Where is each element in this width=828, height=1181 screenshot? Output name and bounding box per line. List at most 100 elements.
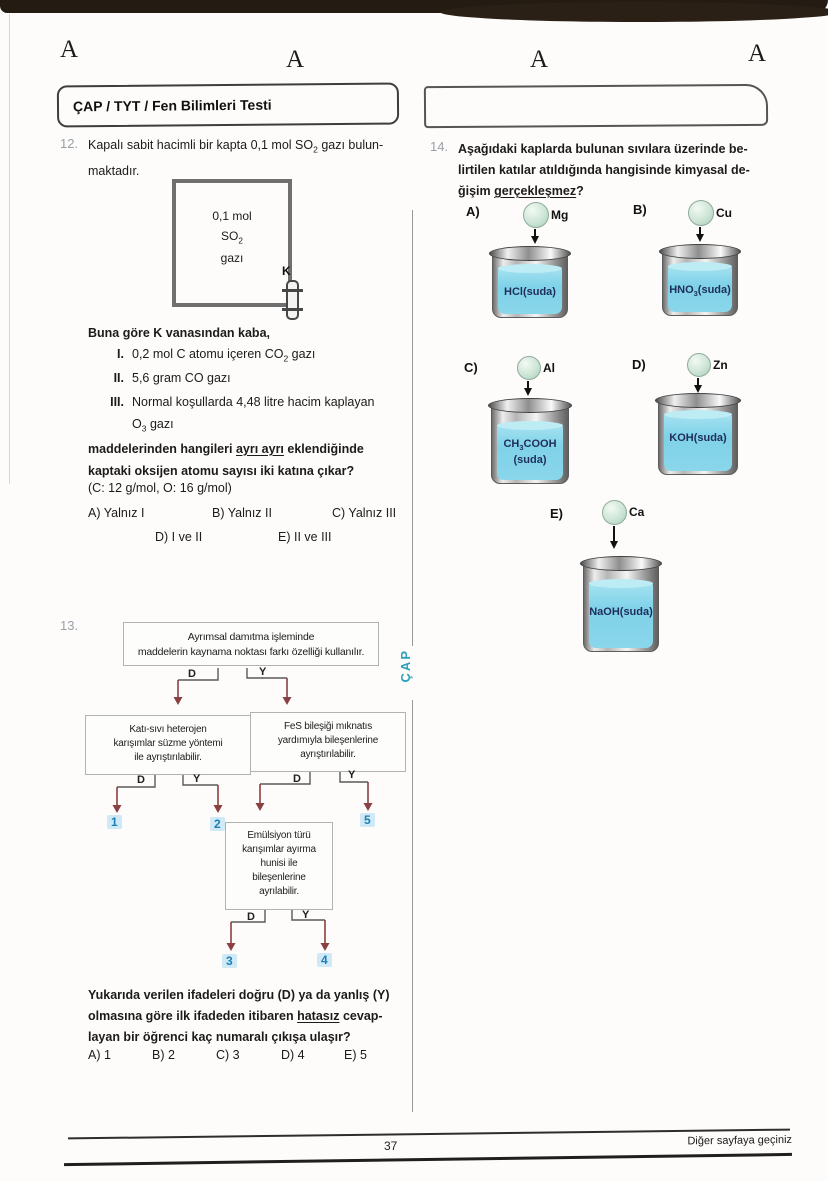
item-text: 5,6 gram CO gazı (132, 371, 231, 385)
branch-label-d: D (247, 911, 255, 923)
branch-label-y: Y (193, 773, 201, 785)
liquid-label: KOH(suda) (652, 432, 744, 448)
drop-arrow-icon (530, 229, 539, 244)
beaker-rim (488, 398, 572, 413)
flow-arrow-stems (116, 678, 369, 943)
list-item-3-line2: O3 gazı (132, 417, 174, 434)
metal-label: Ca (629, 505, 645, 519)
question-14-stem: Aşağıdaki kaplarda bulunan sıvılara üzer… (458, 139, 750, 202)
flow-box-text: FeS bileşiği mıknatıs (283, 721, 373, 732)
cap-logo: ÇAP (398, 649, 413, 683)
option-e: E) 5 (344, 1048, 367, 1062)
beaker-e: NaOH(suda) (580, 556, 662, 652)
option-d: D) I ve II (155, 530, 203, 544)
page-number: 37 (384, 1139, 398, 1153)
column-divider (412, 210, 413, 646)
flow-box-text: Emülsiyon türü (247, 830, 311, 841)
metal-label: Al (543, 361, 555, 375)
option-e-label: E) (550, 506, 563, 521)
diagram-amount: 0,1 mol (212, 209, 252, 223)
liquid-formula: (suda) (697, 283, 731, 296)
flow-box-text: karışımlar ayırma (242, 844, 316, 855)
flow-box-text: maddelerin kaynama noktası farkı özelliğ… (137, 646, 365, 658)
flow-box-text: ile ayrıştırılabilir. (134, 752, 202, 763)
liquid-label: CH3COOH (suda) (485, 438, 575, 467)
beaker-rim (659, 244, 741, 259)
stem-text: Yukarıda verilen ifadeleri doğru (D) ya … (88, 988, 390, 1002)
formula-subscript: 2 (313, 144, 318, 155)
liquid-label: HCl(suda) (486, 286, 574, 302)
test-title-box: ÇAP / TYT / Fen Bilimleri Testi (56, 82, 400, 128)
branch-label-y: Y (348, 769, 356, 781)
list-item-2: II.5,6 gram CO gazı (98, 371, 231, 385)
option-b-label: B) (633, 202, 647, 217)
drop-arrow-icon (693, 378, 702, 393)
roman-numeral: I. (117, 347, 124, 361)
formula-text: SO (221, 229, 239, 243)
stem-text: olmasına göre ilk ifadeden itibaren (88, 1009, 298, 1023)
solid-ball-icon (517, 356, 541, 380)
scan-left-edge (9, 14, 10, 484)
option-b: B) Yalnız II (212, 506, 272, 520)
empty-header-box (423, 83, 769, 129)
exit-number-1: 1 (107, 815, 122, 829)
beaker-liquid (498, 263, 562, 314)
solid-ball-icon (687, 353, 711, 377)
liquid-formula: HCl(suda) (504, 285, 556, 298)
molar-masses: (C: 12 g/mol, O: 16 g/mol) (88, 481, 232, 495)
list-item-3: III.Normal koşullarda 4,48 litre hacim k… (98, 395, 374, 409)
liquid-formula: CH (503, 437, 520, 450)
liquid-formula: HNO (669, 283, 694, 296)
stem-text: lirtilen katılar atıldığında hangisinde … (458, 163, 750, 177)
flow-box-text: Katı-sıvı heterojen (129, 724, 207, 735)
scan-top-edge-shadow (440, 2, 828, 22)
flow-connectors (112, 668, 373, 951)
branch-label-y: Y (302, 909, 310, 921)
drop-arrow-icon (523, 381, 532, 396)
flow-box-left: Katı-sıvı heterojen karışımlar süzme yön… (85, 715, 251, 775)
decision-flowchart: Ayrımsal damıtma işleminde maddelerin ka… (55, 615, 425, 1095)
flow-box-top: Ayrımsal damıtma işleminde maddelerin ka… (123, 622, 379, 666)
option-a-label: A) (466, 204, 480, 219)
item-text: gazı (146, 417, 174, 431)
option-c: C) 3 (216, 1048, 240, 1062)
flow-box-text: Ayrımsal damıtma işleminde (187, 631, 315, 643)
list-item-1: I.0,2 mol C atomu içeren CO2 gazı (98, 347, 315, 364)
gas-container-diagram: 0,1 mol SO2 gazı K (172, 179, 303, 320)
stem-text: cevap- (339, 1009, 383, 1023)
formula-subscript: 2 (238, 236, 243, 246)
flow-box-middle: Emülsiyon türü karışımlar ayırma hunisi … (225, 822, 333, 910)
beaker-d: KOH(suda) (655, 393, 741, 475)
flow-box-text: karışımlar süzme yöntemi (113, 738, 223, 749)
beaker-a: HCl(suda) (489, 246, 571, 318)
branch-label-d: D (188, 668, 196, 680)
column-divider (412, 700, 413, 1112)
valve-label: K (282, 264, 291, 278)
formula-subscript: 3 (519, 442, 524, 452)
question-12-intro: Kapalı sabit hacimli bir kapta 0,1 mol S… (88, 135, 383, 182)
solid-ball-icon (602, 500, 627, 525)
metal-label: Zn (713, 358, 728, 372)
intro-text: gazı bulun- (317, 138, 384, 152)
flow-arrowheads (112, 697, 373, 951)
option-e: E) II ve III (278, 530, 332, 544)
flow-box-text: bileşenlerine (252, 872, 306, 883)
beaker-c: CH3COOH (suda) (488, 398, 572, 484)
question-13-stem: Yukarıda verilen ifadeleri doğru (D) ya … (88, 985, 389, 1048)
option-b: B) 2 (152, 1048, 175, 1062)
beaker-rim (489, 246, 571, 261)
stem-text: layan bir öğrenci kaç numaralı çıkışa ul… (88, 1030, 351, 1044)
solid-ball-icon (688, 200, 714, 226)
valve-icon: K (282, 264, 303, 320)
option-d-label: D) (632, 357, 646, 372)
drop-arrow-icon (609, 526, 618, 549)
beaker-rim (580, 556, 662, 571)
formula-subscript: 3 (141, 423, 147, 434)
question-14-number: 14. (430, 139, 449, 154)
item-text: gazı (288, 347, 316, 361)
diagram-formula: SO2 (176, 229, 288, 245)
booklet-mark-a: A (286, 46, 305, 73)
flow-box-text: ayrıştırılabilir. (300, 749, 356, 760)
booklet-mark-a: A (748, 40, 767, 67)
